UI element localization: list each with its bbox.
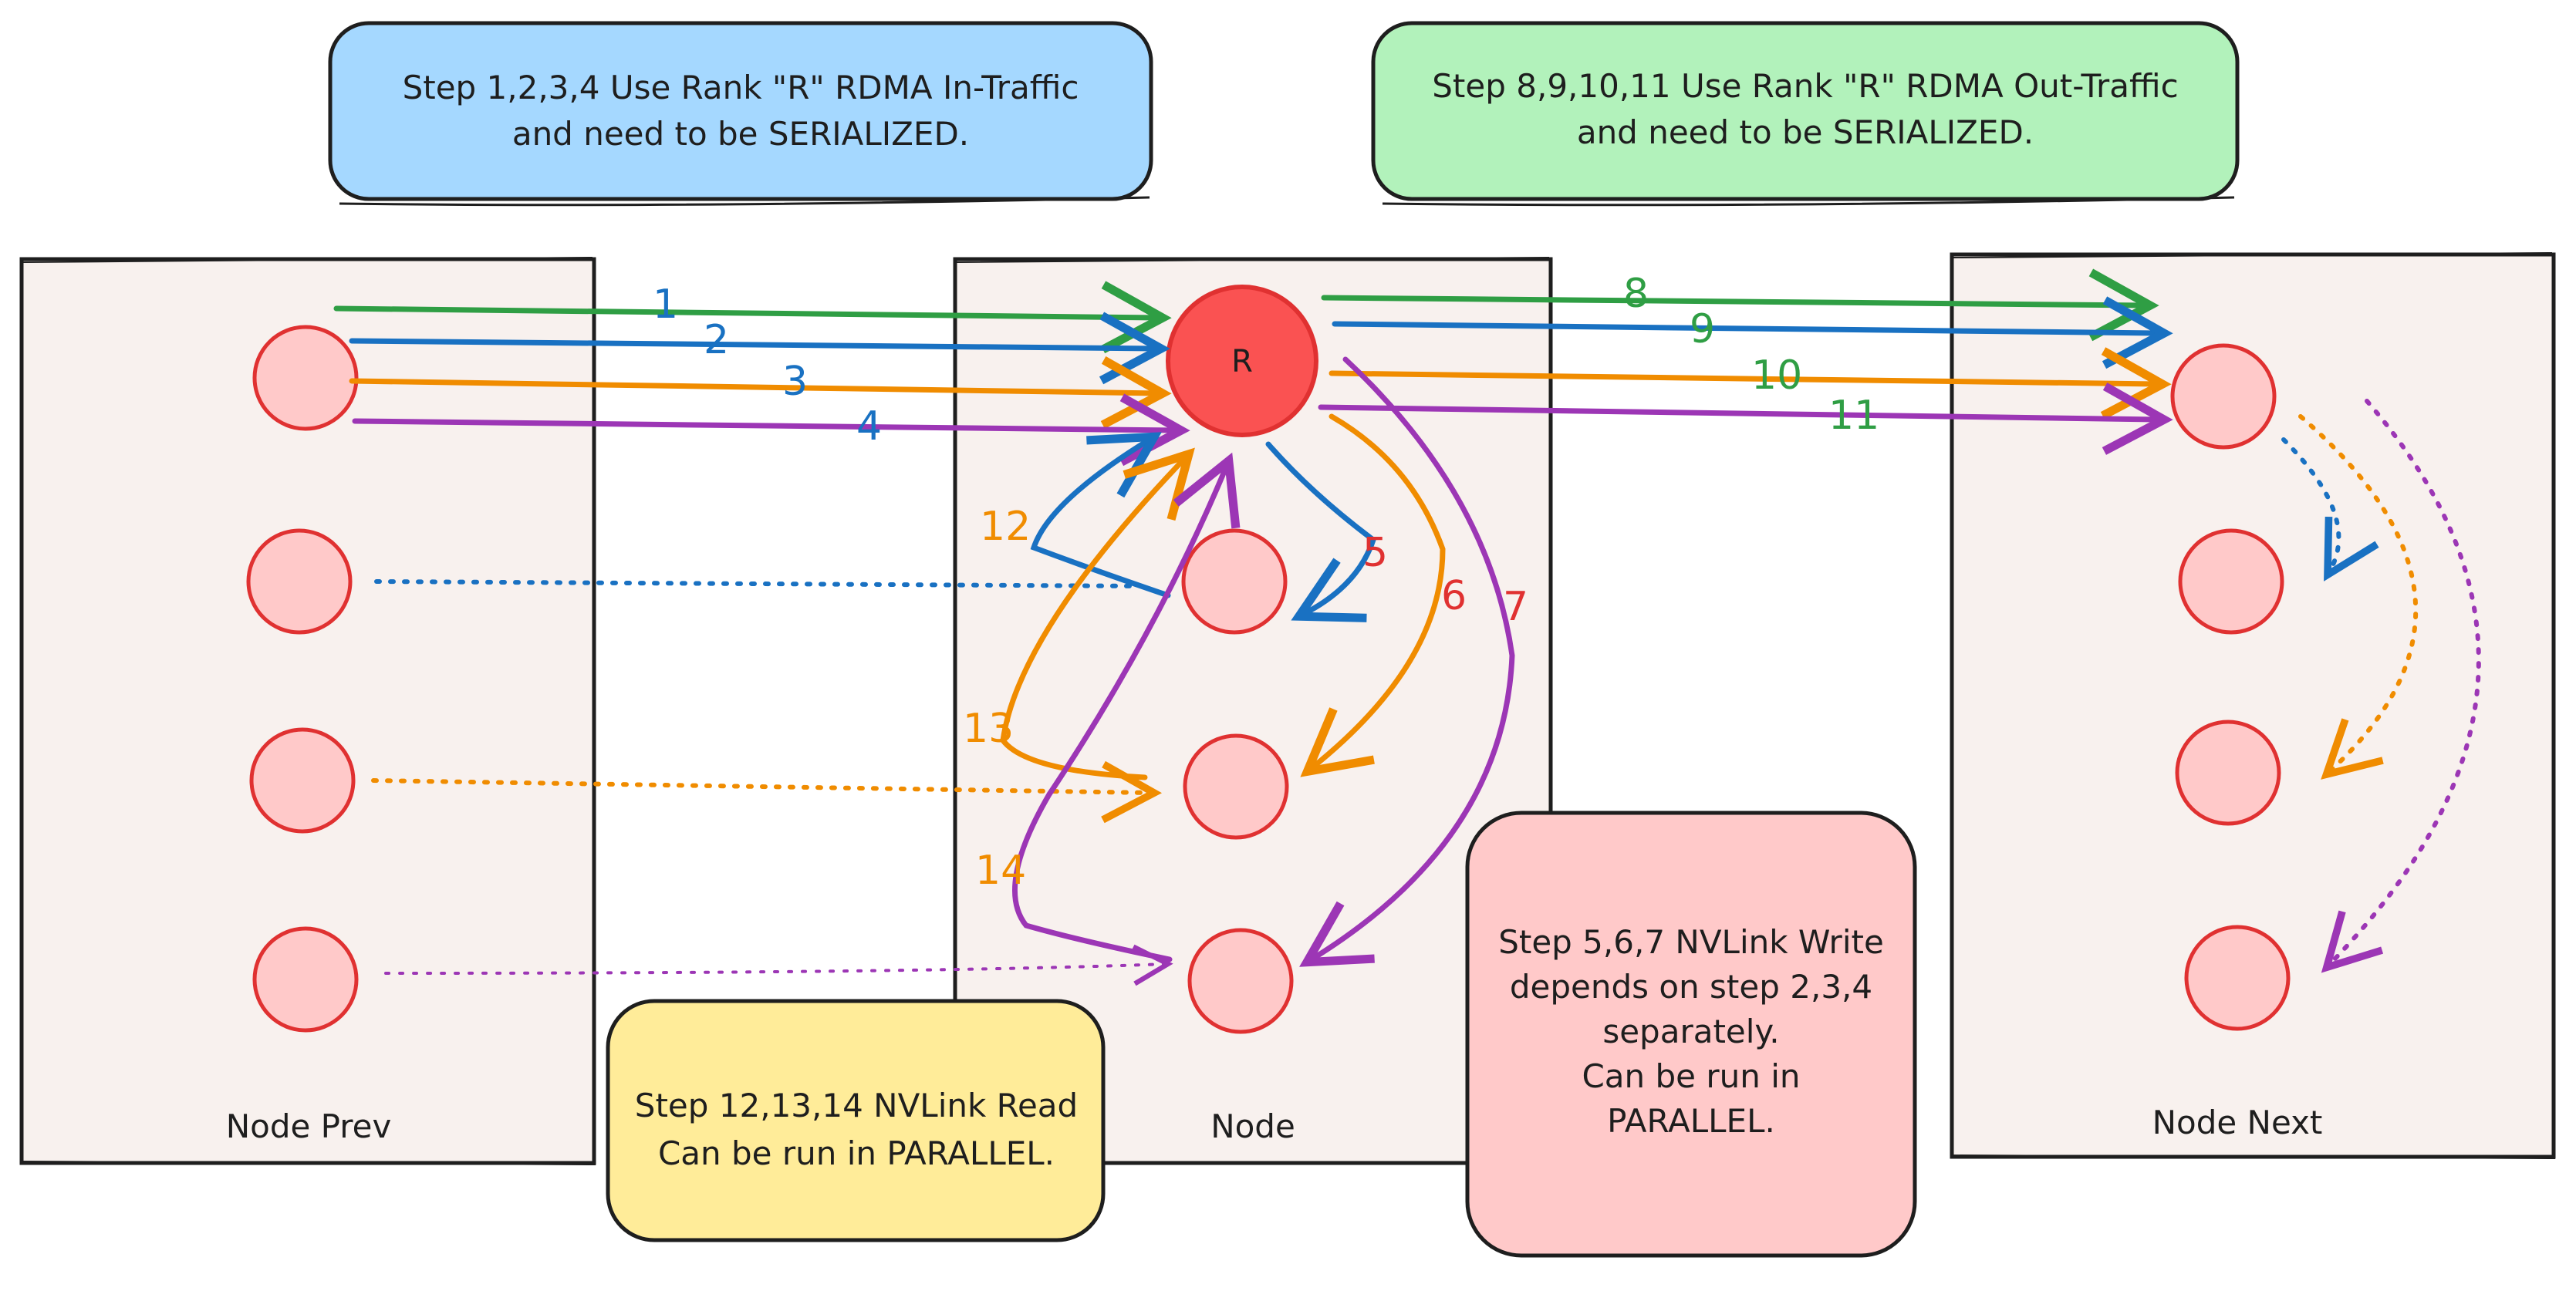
step-label-7: 7 (1503, 584, 1528, 630)
gpu-circle (1183, 733, 1289, 840)
note-nvlink-write-line2: depends on step 2,3,4 (1510, 968, 1872, 1006)
note-nvlink-write: Step 5,6,7 NVLink Write depends on step … (1465, 811, 1917, 1258)
arrow-step-1 (333, 281, 1172, 354)
nvlink-read-arrows (1000, 432, 1241, 962)
node-next-label: Node Next (2152, 1104, 2323, 1141)
step-numbers: 1 2 3 4 5 6 7 8 9 10 11 12 13 14 (653, 271, 1879, 894)
step-label-10: 10 (1751, 352, 1802, 399)
arrow-step-14 (1011, 452, 1241, 962)
dotted-flows-left (371, 579, 1173, 986)
gpu-circle (2184, 925, 2291, 1031)
dotted-flows-right (2281, 399, 2481, 973)
note-in-traffic: Step 1,2,3,4 Use Rank "R" RDMA In-Traffi… (328, 21, 1153, 207)
dotted-flow-blue (374, 579, 1144, 588)
note-in-traffic-line2: and need to be SERIALIZED. (512, 115, 969, 153)
arrow-step-3 (349, 356, 1172, 429)
node-label: Node (1210, 1107, 1295, 1145)
nvlink-write-arrows (1265, 356, 1515, 967)
dotted-flow-orange (371, 760, 1163, 824)
rdma-out-arrows (1318, 268, 2173, 455)
arrow-step-5 (1265, 441, 1377, 622)
note-nvlink-read: Step 12,13,14 NVLink Read Can be run in … (606, 999, 1106, 1242)
step-label-5: 5 (1362, 530, 1388, 576)
note-out-traffic-line1: Step 8,9,10,11 Use Rank "R" RDMA Out-Tra… (1432, 67, 2178, 105)
node-prev-gpus (246, 325, 359, 1033)
note-nvlink-read-line2: Can be run in PARALLEL. (658, 1134, 1055, 1172)
arrow-step-11 (1318, 383, 2173, 455)
step-label-8: 8 (1623, 271, 1649, 317)
step-label-2: 2 (704, 317, 729, 363)
step-label-4: 4 (856, 403, 882, 450)
step-label-3: 3 (782, 359, 808, 405)
gpu-circle (1181, 528, 1288, 635)
step-label-1: 1 (653, 281, 678, 328)
dotted-flow-purple-next (2321, 399, 2481, 973)
arrow-step-7 (1299, 356, 1515, 967)
dotted-flow-orange-next (2298, 414, 2419, 780)
gpu-circle (2178, 528, 2284, 635)
gpu-circle (1187, 928, 1294, 1034)
rank-r-label: R (1231, 344, 1253, 379)
gpu-circle (249, 727, 356, 834)
node-next-gpus (2170, 343, 2291, 1031)
step-label-9: 9 (1690, 306, 1715, 352)
arrow-step-6 (1300, 413, 1446, 777)
rdma-in-arrows (333, 281, 1190, 467)
step-label-12: 12 (980, 504, 1031, 550)
step-label-6: 6 (1441, 573, 1467, 619)
note-nvlink-write-line3: separately. (1602, 1013, 1779, 1050)
arrow-step-2 (349, 312, 1170, 385)
dotted-flow-blue-next (2281, 437, 2379, 581)
step-label-11: 11 (1828, 393, 1879, 439)
note-out-traffic-line2: and need to be SERIALIZED. (1577, 113, 2034, 151)
gpu-circle (246, 528, 353, 635)
arrow-step-9 (1332, 296, 2173, 369)
node-gpus: R (1166, 285, 1318, 1034)
node-prev-label: Node Prev (226, 1107, 392, 1145)
gpu-circle (2170, 343, 2277, 450)
note-nvlink-write-line1: Step 5,6,7 NVLink Write (1498, 923, 1884, 961)
gpu-circle (252, 325, 359, 431)
note-nvlink-write-line4: Can be run in (1582, 1057, 1800, 1095)
gpu-circle (2175, 720, 2281, 826)
arrow-step-8 (1321, 268, 2159, 342)
note-nvlink-read-line1: Step 12,13,14 NVLink Read (635, 1087, 1078, 1124)
arrow-step-10 (1329, 347, 2172, 420)
step-label-13: 13 (963, 706, 1014, 752)
note-out-traffic: Step 8,9,10,11 Use Rank "R" RDMA Out-Tra… (1371, 21, 2240, 207)
note-nvlink-write-line5: PARALLEL. (1607, 1102, 1775, 1140)
step-label-14: 14 (975, 848, 1026, 894)
arrow-step-12 (1030, 432, 1171, 598)
arrow-step-4 (352, 393, 1190, 467)
note-in-traffic-line1: Step 1,2,3,4 Use Rank "R" RDMA In-Traffi… (403, 69, 1079, 106)
gpu-circle (252, 926, 359, 1033)
